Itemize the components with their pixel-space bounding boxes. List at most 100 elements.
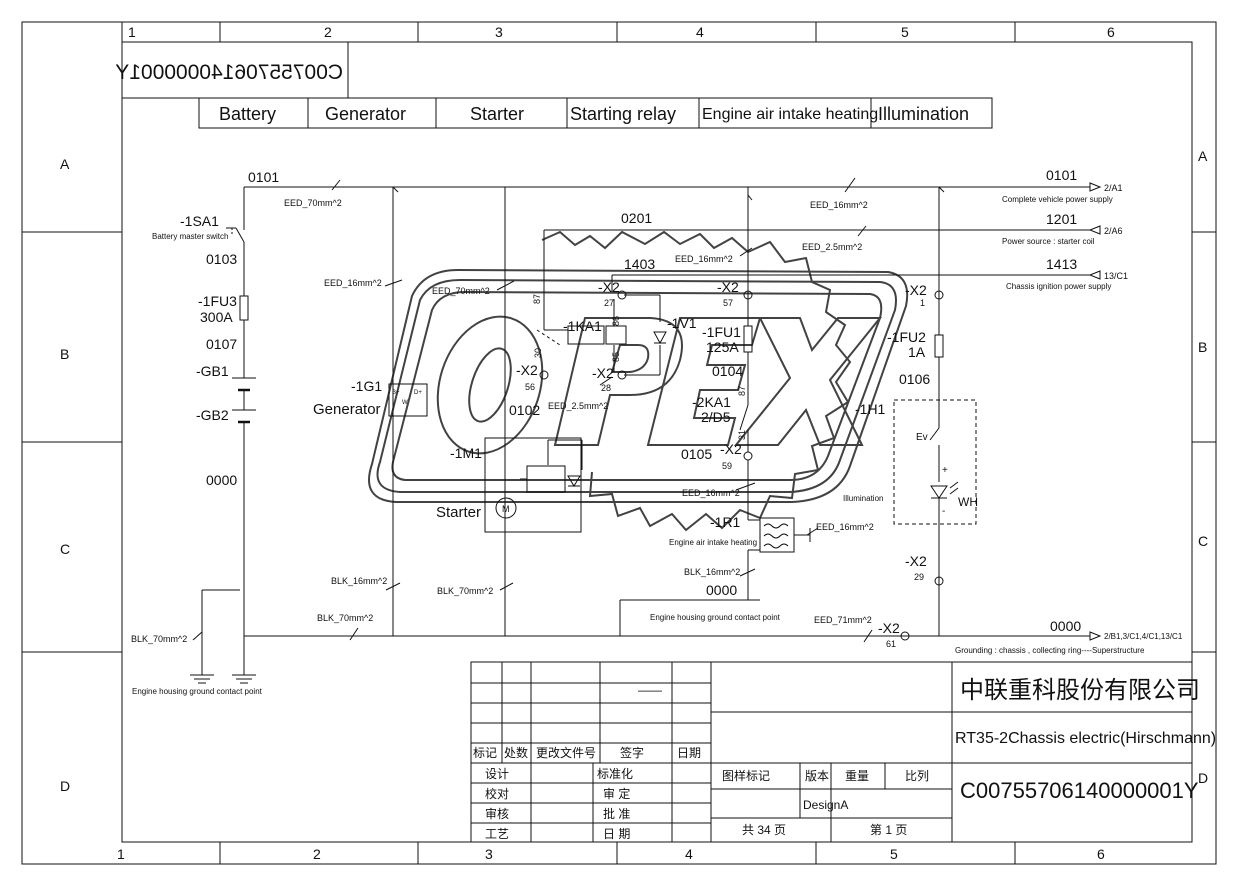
row-left-d: D [60,778,70,794]
tab-battery[interactable]: Battery [219,104,276,124]
cable-eed16-a: EED_16mm^2 [324,278,382,288]
row-right-a: A [1198,148,1208,164]
row-right-c: C [1198,533,1208,549]
rev-header-sign: 签字 [620,745,644,760]
version-value: DesignA [803,798,848,812]
conn-pin-56: 56 [525,382,535,392]
tab-illumination[interactable]: Illumination [878,104,969,124]
conn-pin-1: 1 [920,298,925,308]
ground-label-mid: Engine housing ground contact point [650,613,781,622]
role-check: 校对 [485,786,509,801]
connector-labels: -X2 27 -X2 57 -X2 1 -X2 56 -X2 28 -X2 59… [516,279,927,649]
g1-pin-b: B+ [392,390,400,396]
wire-0102: 0102 [509,402,540,418]
row-left-a: A [60,156,70,172]
drawing-code: C00755706140000001Y [960,778,1199,803]
role-date: 日 期 [603,827,630,841]
wire-1403: 1403 [624,256,655,272]
wire-0000-right: 0000 [1050,618,1081,634]
pin-87b: 87 [737,386,747,396]
label-ka2-ref: 2/D5 [701,409,731,425]
rev-header-count: 处数 [504,745,528,760]
motor-symbol: M [502,504,510,514]
label-wh: WH [958,495,978,509]
watermark-letters [436,315,883,455]
conn-pin-61: 61 [886,639,896,649]
col-bottom-4: 4 [685,846,693,862]
conn-pin-29: 29 [914,572,924,582]
conn-pin-27: 27 [604,298,614,308]
cable-eed16-c: EED_16mm^2 [675,254,733,264]
cable-eed71: EED_71mm^2 [814,615,872,625]
role-review: 审核 [485,806,509,821]
cable-blk70-b: BLK_70mm^2 [437,586,493,596]
col-top-4: 4 [696,24,704,40]
cable-eed16-d: EED_16mm^2 [682,488,740,498]
conn-x2-1: -X2 [905,282,927,298]
title-block [470,661,1193,843]
role-process: 工艺 [485,827,509,841]
col-bottom-6: 6 [1097,846,1105,862]
output-desc-3: Chassis ignition power supply [1006,282,1111,291]
tab-starting-relay[interactable]: Starting relay [570,104,676,124]
title-block-text: 中联重科股份有限公司 RT35-2Chassis electric(Hirsch… [473,677,1216,841]
drawing-title: RT35-2Chassis electric(Hirschmann) [955,730,1216,747]
wire-0103: 0103 [206,251,237,267]
g1-pin-d: D+ [414,390,422,396]
col-top-6: 6 [1107,24,1115,40]
cable-eed25-b: EED_2.5mm^2 [548,401,608,411]
row-right-b: B [1198,339,1207,355]
cable-leaders [192,177,873,643]
cable-blk70-a: BLK_70mm^2 [317,613,373,623]
tab-engine-air-intake-heating[interactable]: Engine air intake heating [702,106,878,123]
role-standard: 标准化 [597,767,633,781]
label-m1-name: Starter [436,504,481,521]
ground-label-left: Engine housing ground contact point [132,687,263,696]
label-h1: -1H1 [855,401,886,417]
conn-pin-28: 28 [601,383,611,393]
meta-weight: 重量 [845,769,869,783]
col-top-1: 1 [128,24,136,40]
label-ev: Ev [916,432,928,443]
mirrored-code-box: C00755706140000001Y [115,41,349,99]
row-left-b: B [60,346,69,362]
relay-pins: 87 86 30 85 87 31 [532,294,747,440]
output-ref-1: 2/A1 [1104,183,1123,193]
col-top-3: 3 [495,24,503,40]
label-gb1: -GB1 [196,363,229,379]
rev-header-date: 日期 [677,746,701,760]
label-minus: - [942,506,945,517]
label-sa1-desc: Battery master switch [152,232,228,241]
label-plus: + [942,465,948,476]
label-h1-desc: Illumination [843,494,883,503]
tab-generator[interactable]: Generator [325,104,406,124]
tab-starter[interactable]: Starter [470,104,524,124]
row-left-c: C [60,541,70,557]
wire-0201: 0201 [621,210,652,226]
cable-labels: EED_70mm^2 EED_70mm^2 EED_16mm^2 EED_16m… [131,198,874,644]
conn-x2-59: -X2 [720,441,742,457]
cable-blk70-c: BLK_70mm^2 [131,634,187,644]
label-sa1: -1SA1 [180,213,219,229]
conn-x2-57: -X2 [717,279,739,295]
label-v1: -1V1 [667,315,697,331]
cable-eed16-e: EED_16mm^2 [816,522,874,532]
role-approve: 批 准 [603,806,630,821]
pin-86: 86 [611,316,621,326]
wire-0107: 0107 [206,336,237,352]
row-right-d: D [1198,770,1208,786]
rev-header-mark: 标记 [473,746,497,760]
cable-eed70-a: EED_70mm^2 [284,198,342,208]
output-ref-3: 13/C1 [1104,271,1128,281]
label-fu2-value: 1A [908,344,926,360]
output-desc-1: Complete vehicle power supply [1002,195,1113,204]
cable-blk16-b: BLK_16mm^2 [684,567,740,577]
label-r1-desc: Engine air intake heating [669,538,757,547]
col-bottom-1: 1 [117,846,125,862]
col-top-2: 2 [324,24,332,40]
conn-pin-59: 59 [722,461,732,471]
company-name: 中联重科股份有限公司 [960,677,1200,704]
wire-0106: 0106 [899,371,930,387]
conn-pin-57: 57 [723,298,733,308]
